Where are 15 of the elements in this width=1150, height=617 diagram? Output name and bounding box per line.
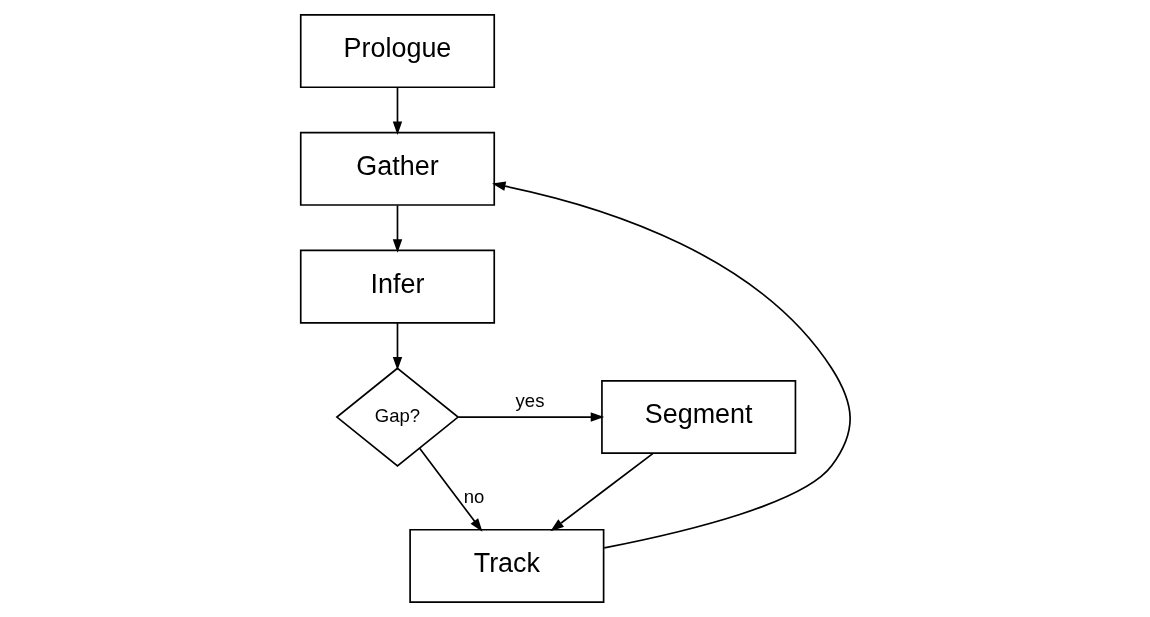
node-box: Track bbox=[408, 528, 604, 603]
arrow bbox=[491, 181, 851, 549]
node-box: Segment bbox=[600, 380, 796, 455]
arrow bbox=[549, 452, 654, 532]
node-box: Gather bbox=[299, 131, 495, 206]
edge-label: yes bbox=[515, 389, 544, 411]
node-box: Prologue bbox=[299, 14, 495, 89]
arrow bbox=[457, 412, 604, 422]
arrow bbox=[392, 86, 402, 135]
arrow bbox=[392, 204, 402, 253]
arrow bbox=[392, 322, 402, 371]
edge-label: no bbox=[463, 485, 484, 507]
arrow bbox=[418, 447, 482, 532]
node-box: Infer bbox=[299, 249, 495, 324]
node-diamond: Gap? bbox=[335, 367, 459, 467]
